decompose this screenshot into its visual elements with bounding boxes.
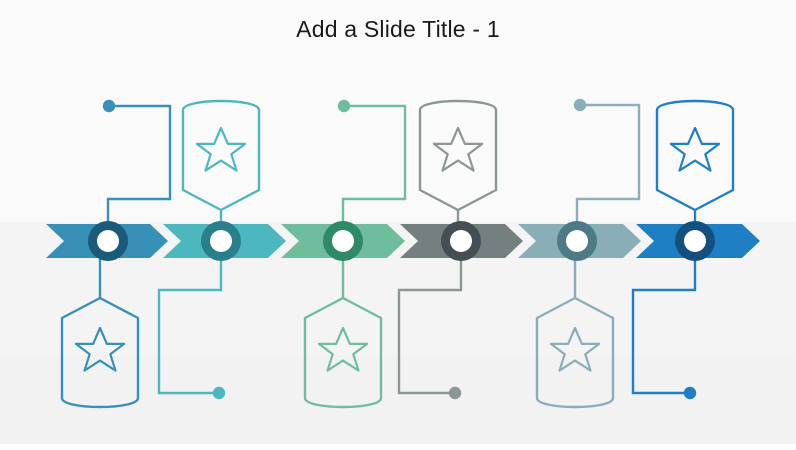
star-icon [432, 126, 484, 172]
connector-route-step-6 [631, 259, 697, 395]
marker-inner-circle [566, 230, 588, 252]
badge-step-2[interactable] [181, 99, 261, 212]
badge-step-6[interactable] [655, 99, 735, 212]
connector-route-step-1 [106, 104, 172, 223]
step-marker-6[interactable] [675, 221, 715, 261]
step-marker-5[interactable] [557, 221, 597, 261]
background-band-base [0, 444, 796, 450]
background-band-upper [0, 0, 796, 222]
badge-shield-shape [303, 296, 383, 409]
star-icon [669, 126, 721, 172]
ring-layer [88, 221, 715, 261]
badge-shield-shape [655, 99, 735, 212]
badge-step-1[interactable] [60, 296, 140, 409]
star-icon [74, 326, 126, 372]
step-marker-1[interactable] [88, 221, 128, 261]
connector-route-step-5 [575, 103, 641, 223]
badge-shield-shape [535, 296, 615, 409]
marker-inner-circle [210, 230, 232, 252]
connector-route-step-3 [341, 104, 407, 223]
star-icon [195, 126, 247, 172]
endpoint-dot-step-1[interactable] [102, 99, 116, 113]
endpoint-dot-step-6[interactable] [683, 386, 697, 400]
marker-inner-circle [332, 230, 354, 252]
endpoint-dot-layer [102, 98, 697, 400]
endpoint-dot-step-3[interactable] [337, 99, 351, 113]
badge-step-4[interactable] [418, 99, 498, 212]
endpoint-dot-step-5[interactable] [573, 98, 587, 112]
star-icon [317, 326, 369, 372]
connector-route-step-4 [397, 259, 463, 395]
step-marker-2[interactable] [201, 221, 241, 261]
badge-shield-shape [60, 296, 140, 409]
badge-step-5[interactable] [535, 296, 615, 409]
marker-inner-circle [684, 230, 706, 252]
badge-shield-shape [418, 99, 498, 212]
connector-route-step-2 [157, 259, 223, 395]
page-title: Add a Slide Title - 1 [296, 16, 500, 42]
connector-layer [98, 103, 697, 395]
badge-step-3[interactable] [303, 296, 383, 409]
star-icon [549, 326, 601, 372]
endpoint-dot-step-2[interactable] [212, 386, 226, 400]
badge-shield-shape [181, 99, 261, 212]
marker-inner-circle [97, 230, 119, 252]
step-marker-4[interactable] [441, 221, 481, 261]
chevron-layer [46, 224, 760, 258]
step-marker-3[interactable] [323, 221, 363, 261]
endpoint-dot-step-4[interactable] [448, 386, 462, 400]
marker-inner-circle [450, 230, 472, 252]
